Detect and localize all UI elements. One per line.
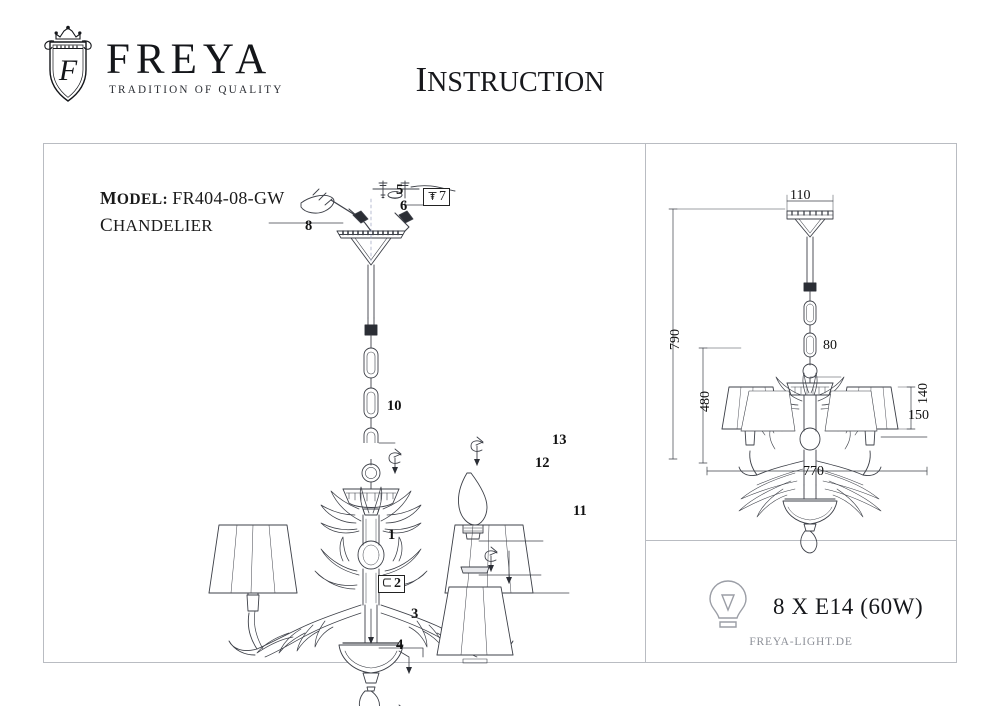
candle-bulb <box>458 472 488 540</box>
product-type: CHANDELIER <box>100 214 213 236</box>
assembly-panel <box>43 143 645 663</box>
model-label: MODEL: <box>100 188 169 208</box>
dimension-total-height: 790 <box>668 329 683 350</box>
brand-text: FREYA TRADITION OF QUALITY <box>106 26 284 96</box>
dimension-shade-height: 140 <box>916 383 931 404</box>
callout-leaders <box>368 442 570 674</box>
dimension-arm-drop: 150 <box>908 408 929 423</box>
dimension-column: 80 <box>823 338 837 353</box>
bottom-bowl-dim <box>782 484 838 554</box>
brand-logo: F FREYA TRADITION OF QUALITY <box>40 25 284 106</box>
dimension-lines <box>668 194 928 476</box>
brand-tagline: TRADITION OF QUALITY <box>109 83 284 96</box>
page-title-initial: I <box>415 60 428 99</box>
dimension-canopy-width: 110 <box>790 188 811 203</box>
page-header: F FREYA TRADITION OF QUALITY INSTRUCTION <box>0 0 1000 140</box>
callout-2: 2 <box>378 575 405 593</box>
arms-left <box>721 386 804 486</box>
callout-2-text: 2 <box>394 576 401 591</box>
anchor-screw-icon <box>428 192 437 200</box>
model-info: MODEL: FR404-08-GW CHANDELIER <box>100 186 285 240</box>
website-footer: FREYA-LIGHT.DE <box>749 636 853 648</box>
callout-7: 7 <box>423 188 450 206</box>
clip-icon <box>382 578 391 587</box>
callout-1: 1 <box>388 527 396 543</box>
bottom-bowl <box>338 604 404 706</box>
page-title-rest: NSTRUCTION <box>427 67 605 98</box>
leaf-ornament-upper <box>320 486 422 534</box>
ceiling-mount-detail <box>268 180 456 319</box>
chandelier-dimension-drawing <box>668 194 928 554</box>
dimensions-panel <box>645 143 957 663</box>
socket-ring <box>460 566 490 574</box>
shield-crown-monogram-icon: F <box>44 25 92 102</box>
chain <box>802 290 818 384</box>
light-bulb-icon <box>709 580 747 628</box>
model-number: FR404-08-GW <box>172 188 285 208</box>
brand-name: FREYA <box>106 36 273 83</box>
upper-cup <box>343 443 399 459</box>
lower-leaves <box>738 472 882 518</box>
callout-10: 10 <box>387 398 402 414</box>
canopy <box>786 210 834 238</box>
callout-6: 6 <box>400 198 408 214</box>
callout-5: 5 <box>396 182 404 198</box>
arm-left <box>208 524 362 658</box>
callout-7-text: 7 <box>439 189 446 204</box>
callout-11: 11 <box>573 503 587 519</box>
lamp-spec-text: 8 X E14 (60W) <box>773 594 924 619</box>
page-title: INSTRUCTION <box>360 60 660 100</box>
lamp-spec: 8 X E14 (60W) FREYA-LIGHT.DE <box>645 540 957 663</box>
leaf-ornament-mid <box>314 536 428 590</box>
rotate-symbols <box>388 436 498 706</box>
callout-3: 3 <box>411 606 419 622</box>
chain-assembly <box>361 317 381 490</box>
callout-8: 8 <box>305 218 313 234</box>
callout-4: 4 <box>396 637 404 653</box>
dimension-fixture-height: 480 <box>698 391 713 412</box>
chandelier-assembly-drawing <box>208 180 570 706</box>
decor-dish <box>342 488 400 516</box>
top-cup <box>786 382 834 396</box>
svg-text:F: F <box>58 54 78 87</box>
callout-12: 12 <box>535 455 550 471</box>
callout-13: 13 <box>552 432 567 448</box>
arms-right <box>816 386 899 486</box>
detail-shade <box>436 586 514 664</box>
dimension-overall-width: 770 <box>803 464 824 479</box>
